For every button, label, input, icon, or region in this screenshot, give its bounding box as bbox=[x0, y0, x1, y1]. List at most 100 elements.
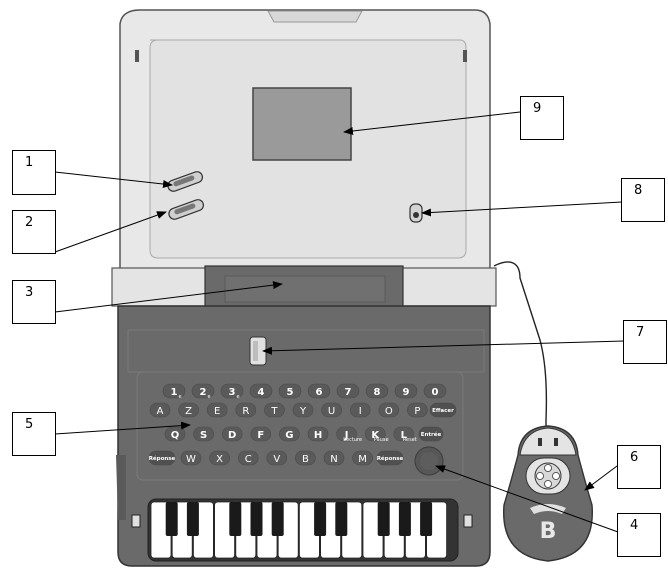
key-h[interactable]: H bbox=[307, 426, 329, 442]
key-x[interactable]: X bbox=[209, 450, 230, 466]
key-o[interactable]: O bbox=[378, 402, 400, 418]
callout-5: 5 bbox=[12, 412, 56, 456]
key-t-label: T bbox=[270, 406, 278, 417]
callout-6: 6 bbox=[617, 445, 661, 489]
key-reponse-left[interactable]: Réponse bbox=[149, 450, 176, 466]
key-num-1-sublabel: e bbox=[207, 394, 210, 400]
key-z-label: Z bbox=[185, 406, 192, 417]
piano-keyboard[interactable] bbox=[131, 498, 473, 562]
key-e[interactable]: E bbox=[206, 402, 228, 418]
key-k-sublabel: Pause bbox=[374, 437, 389, 443]
key-x-label: X bbox=[216, 454, 223, 465]
piano-black-key[interactable] bbox=[420, 502, 433, 536]
key-d-label: D bbox=[228, 430, 236, 441]
piano-black-key[interactable] bbox=[377, 502, 390, 536]
key-num-4[interactable]: 5 bbox=[278, 383, 302, 399]
key-p-label: P bbox=[414, 406, 420, 417]
key-num-0-sublabel: e bbox=[178, 394, 181, 400]
key-entree-label: Entrée bbox=[421, 431, 442, 438]
key-j-sublabel: Lecture bbox=[343, 437, 362, 443]
key-w[interactable]: W bbox=[180, 450, 202, 466]
key-m[interactable]: M bbox=[352, 450, 373, 466]
mouse[interactable]: B bbox=[503, 425, 593, 562]
key-y[interactable]: Y bbox=[292, 402, 314, 418]
key-g[interactable]: G bbox=[279, 426, 300, 442]
key-u[interactable]: U bbox=[321, 402, 342, 418]
key-num-6[interactable]: 7 bbox=[336, 383, 360, 399]
key-s-label: S bbox=[200, 430, 207, 441]
piano-black-key[interactable] bbox=[165, 502, 178, 536]
callout-7: 7 bbox=[623, 320, 667, 364]
piano-black-key[interactable] bbox=[186, 502, 199, 536]
key-r[interactable]: R bbox=[235, 402, 257, 418]
key-s[interactable]: S bbox=[193, 426, 214, 442]
key-effacer[interactable]: Effacer bbox=[429, 402, 457, 418]
key-num-1-label: 2 bbox=[200, 387, 207, 398]
key-z[interactable]: Z bbox=[178, 402, 199, 418]
key-n-label: N bbox=[330, 454, 337, 465]
mouse-buttons-icon[interactable] bbox=[534, 462, 562, 490]
key-num-4-label: 5 bbox=[287, 387, 294, 398]
callout-3: 3 bbox=[12, 280, 56, 324]
key-num-3[interactable]: 4 bbox=[249, 383, 273, 399]
piano-black-key[interactable] bbox=[335, 502, 348, 536]
piano-black-key[interactable] bbox=[398, 502, 411, 536]
key-f[interactable]: F bbox=[250, 426, 272, 442]
piano-black-key[interactable] bbox=[314, 502, 327, 536]
key-t[interactable]: T bbox=[264, 402, 285, 418]
key-v-label: V bbox=[273, 454, 280, 465]
key-entree[interactable]: Entrée bbox=[418, 426, 444, 442]
key-num-8[interactable]: 9 bbox=[394, 383, 418, 399]
key-num-6-label: 7 bbox=[345, 387, 352, 398]
lid-switch[interactable] bbox=[409, 203, 423, 223]
key-w-label: W bbox=[186, 454, 196, 465]
key-v[interactable]: V bbox=[266, 450, 288, 466]
piano-black-key[interactable] bbox=[271, 502, 284, 536]
lid-button-2[interactable] bbox=[167, 198, 205, 221]
key-num-0-label: 1 bbox=[171, 387, 178, 398]
key-n[interactable]: N bbox=[323, 450, 345, 466]
key-num-7[interactable]: 8 bbox=[365, 383, 389, 399]
key-e-label: E bbox=[214, 406, 220, 417]
callout-1: 1 bbox=[12, 150, 56, 195]
key-q[interactable]: Q bbox=[164, 426, 186, 442]
key-reponse-right[interactable]: Réponse bbox=[377, 450, 404, 466]
key-h-label: H bbox=[314, 430, 322, 441]
key-num-2-label: 3 bbox=[229, 387, 236, 398]
key-num-9-label: 0 bbox=[432, 387, 439, 398]
key-b-label: B bbox=[302, 454, 309, 465]
key-c[interactable]: C bbox=[237, 450, 259, 466]
key-c-label: C bbox=[245, 454, 252, 465]
key-num-7-label: 8 bbox=[374, 387, 381, 398]
mouse-logo: B bbox=[540, 519, 557, 544]
key-p[interactable]: P bbox=[407, 402, 428, 418]
key-b[interactable]: B bbox=[295, 450, 316, 466]
key-num-5-label: 6 bbox=[316, 387, 323, 398]
wheel-control[interactable] bbox=[414, 446, 444, 476]
key-d[interactable]: D bbox=[221, 426, 243, 442]
key-g-label: G bbox=[285, 430, 293, 441]
key-l-label: L bbox=[401, 430, 408, 441]
key-num-2-sublabel: e bbox=[236, 394, 239, 400]
key-o-label: O bbox=[385, 406, 393, 417]
piano-black-key[interactable] bbox=[250, 502, 263, 536]
key-f-label: F bbox=[257, 430, 264, 441]
key-num-9[interactable]: 0 bbox=[423, 383, 447, 399]
key-u-label: U bbox=[328, 406, 335, 417]
callout-2: 2 bbox=[12, 210, 56, 254]
piano-black-key[interactable] bbox=[229, 502, 242, 536]
callout-arrows bbox=[54, 111, 625, 533]
key-l-sublabel: Reset bbox=[403, 437, 417, 443]
key-i[interactable]: I bbox=[349, 402, 371, 418]
key-y-label: Y bbox=[299, 406, 307, 417]
key-num-5[interactable]: 6 bbox=[307, 383, 331, 399]
key-a[interactable]: A bbox=[149, 402, 171, 418]
